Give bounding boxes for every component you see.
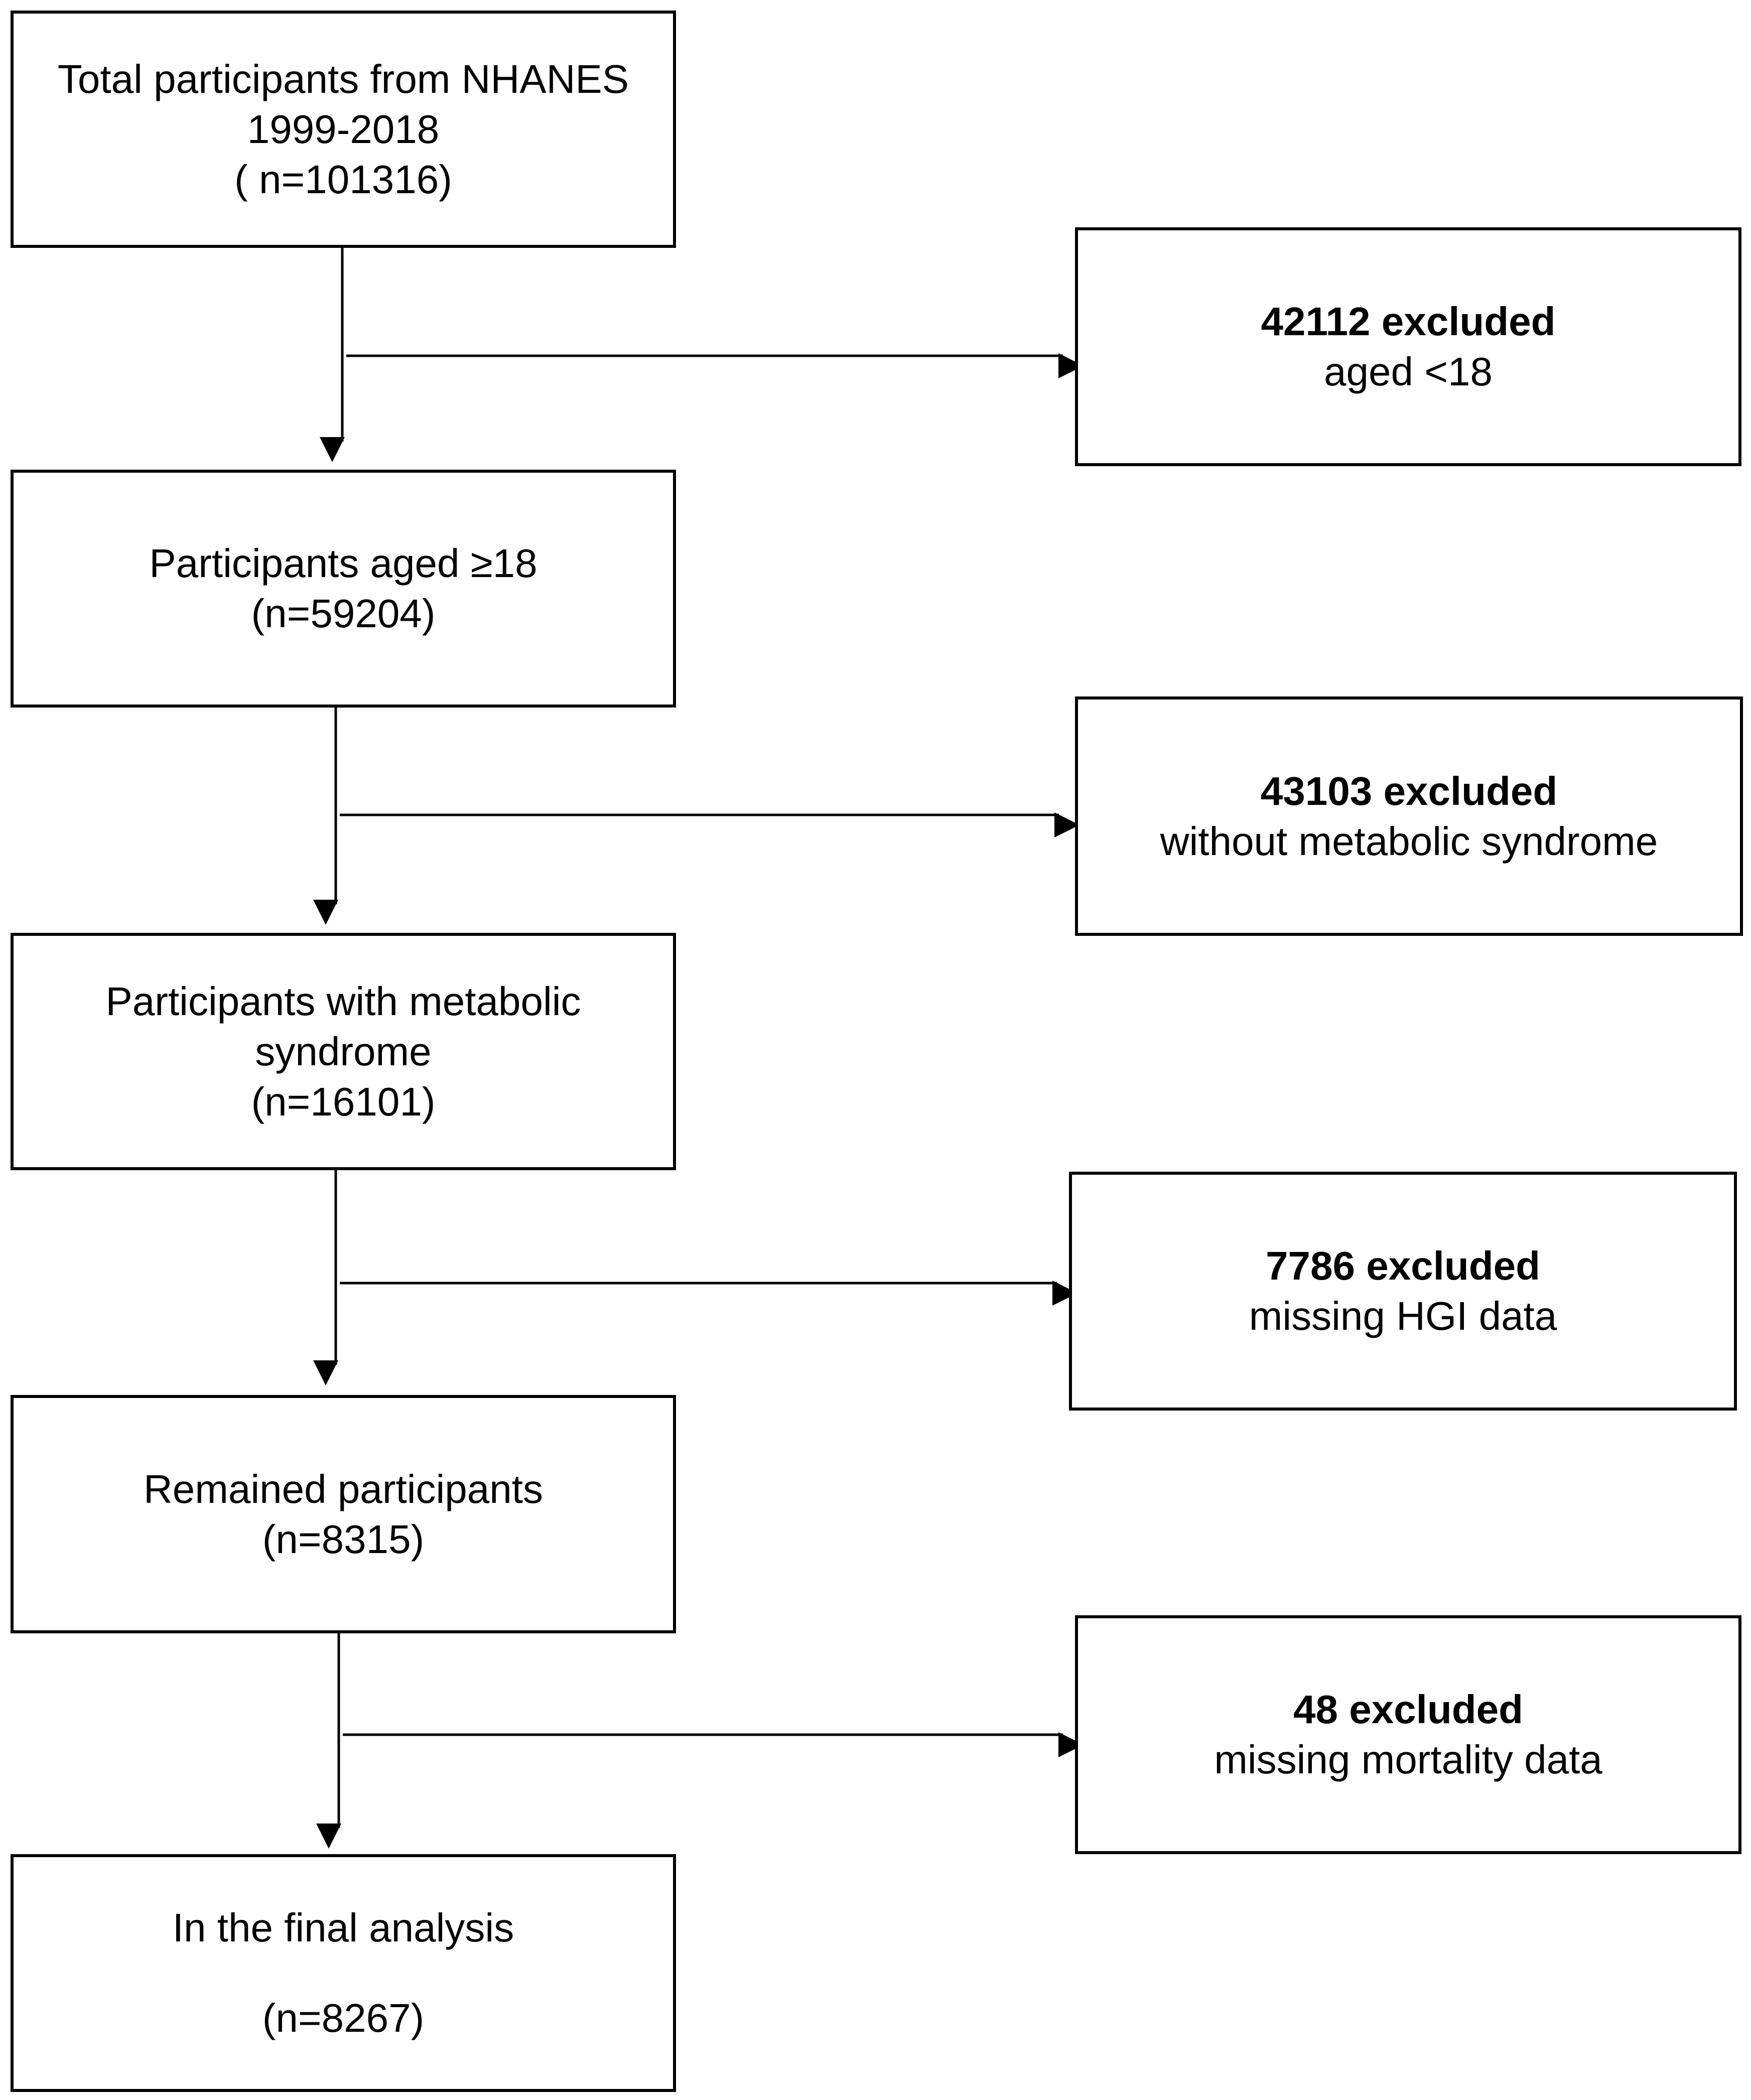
- step-line: (n=8267): [262, 1996, 425, 2040]
- exclusion-count: 43103 excluded: [1260, 768, 1558, 813]
- step-adults: Participants aged ≥18 (n=59204): [11, 470, 676, 708]
- exclusion-count: 48 excluded: [1293, 1687, 1523, 1732]
- step-metabolic-syndrome: Participants with metabolic syndrome (n=…: [11, 933, 676, 1170]
- exclusion-box-mortality: 48 excluded missing mortality data: [1075, 1615, 1741, 1854]
- exclusion-count: 7786 excluded: [1266, 1243, 1540, 1288]
- exclusion-box-age: 42112 excluded aged <18: [1075, 227, 1741, 466]
- step-line: Total participants from NHANES: [57, 56, 629, 101]
- step-line: In the final analysis: [172, 1905, 514, 1950]
- step-line: Remained participants: [144, 1466, 543, 1511]
- exclusion-reason: aged <18: [1324, 349, 1493, 394]
- step-final-analysis: In the final analysis (n=8267): [11, 1854, 676, 2092]
- step-line: (n=16101): [251, 1079, 436, 1124]
- step-line: ( n=101316): [234, 157, 452, 202]
- step-line: (n=8315): [262, 1516, 425, 1562]
- exclusion-box-metabolic: 43103 excluded without metabolic syndrom…: [1075, 696, 1743, 936]
- step-line: 1999-2018: [247, 106, 440, 152]
- step-remained: Remained participants (n=8315): [11, 1395, 676, 1633]
- exclusion-reason: missing mortality data: [1214, 1737, 1602, 1782]
- exclusion-reason: without metabolic syndrome: [1160, 818, 1658, 864]
- exclusion-reason: missing HGI data: [1249, 1294, 1557, 1338]
- step-line: (n=59204): [251, 591, 436, 636]
- step-line: Participants with metabolic: [105, 978, 581, 1024]
- step-line: Participants aged ≥18: [149, 541, 537, 586]
- exclusion-count: 42112 excluded: [1261, 299, 1556, 344]
- step-total-participants: Total participants from NHANES 1999-2018…: [11, 11, 676, 248]
- step-line: syndrome: [255, 1029, 432, 1074]
- exclusion-box-hgi: 7786 excluded missing HGI data: [1069, 1172, 1737, 1411]
